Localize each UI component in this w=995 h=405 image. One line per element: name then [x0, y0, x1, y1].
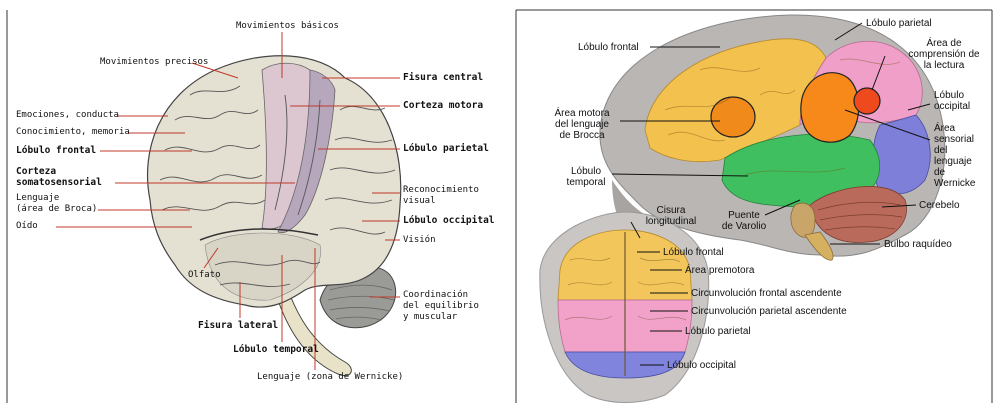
- label-area-sens-3: del: [934, 145, 947, 156]
- label-circ-parietal: Circunvolución parietal ascendente: [691, 306, 847, 317]
- right-brain-illustration: [540, 15, 945, 403]
- label-puente-1: Puente: [716, 210, 772, 221]
- label-coordinacion-1: Coordinación: [403, 290, 468, 301]
- label-top-lobulo-frontal: Lóbulo frontal: [663, 247, 724, 258]
- label-lobulo-temporal-left: Lóbulo temporal: [233, 344, 319, 355]
- label-emociones: Emociones, conducta: [16, 110, 119, 121]
- label-lobulo-frontal-left: Lóbulo frontal: [16, 145, 96, 156]
- label-cerebelo: Cerebelo: [919, 200, 960, 211]
- wernicke-area: [801, 73, 859, 143]
- label-conocimiento: Conocimiento, memoria: [16, 127, 130, 138]
- label-puente-2: de Varolio: [716, 221, 772, 232]
- label-bulbo: Bulbo raquídeo: [884, 239, 952, 250]
- label-lobulo-parietal-right: Lóbulo parietal: [866, 18, 932, 29]
- label-top-lobulo-parietal: Lóbulo parietal: [685, 326, 751, 337]
- label-area-sens-1: Área: [934, 123, 955, 134]
- label-area-sens-4: lenguaje: [934, 156, 972, 167]
- label-area-comp-1: Área de: [894, 38, 994, 49]
- label-area-premotora: Área premotora: [685, 265, 754, 276]
- label-lobulo-frontal-right: Lóbulo frontal: [578, 42, 639, 53]
- label-lobulo-occipital-right-1: Lóbulo: [934, 90, 964, 101]
- broca-area: [711, 97, 755, 137]
- label-olfato: Olfato: [188, 270, 221, 281]
- label-area-sens-2: sensorial: [934, 134, 974, 145]
- label-broca-1: Área motora: [546, 108, 618, 119]
- label-cisura-2: longitudinal: [640, 216, 702, 227]
- label-area-comp-3: la lectura: [894, 60, 994, 71]
- label-top-lobulo-occipital: Lóbulo occipital: [667, 360, 736, 371]
- label-lobulo-occipital-right-2: occipital: [934, 101, 970, 112]
- label-area-sens-6: Wernicke: [934, 178, 976, 189]
- label-lobulo-parietal-left: Lóbulo parietal: [403, 143, 489, 154]
- label-reconocimiento-2: visual: [403, 196, 436, 207]
- label-fisura-central: Fisura central: [403, 72, 483, 83]
- label-broca-2: del lenguaje: [546, 119, 618, 130]
- label-broca-3: de Brocca: [546, 130, 618, 141]
- label-movimientos-precisos: Movimientos precisos: [100, 57, 208, 68]
- label-area-comp-2: comprensión de: [894, 49, 994, 60]
- label-lenguaje-1: Lenguaje: [16, 193, 59, 204]
- label-movimientos-basicos: Movimientos básicos: [236, 21, 332, 32]
- reading-area: [854, 88, 880, 114]
- label-corteza-somato-2: somatosensorial: [16, 177, 102, 188]
- label-coordinacion-2: del equilibrio: [403, 301, 479, 312]
- label-coordinacion-3: y muscular: [403, 312, 457, 323]
- label-corteza-somato-1: Corteza: [16, 166, 56, 177]
- label-cisura-1: Cisura: [640, 205, 702, 216]
- label-corteza-motora: Corteza motora: [403, 100, 483, 111]
- label-lobulo-occipital-left: Lóbulo occipital: [403, 215, 495, 226]
- label-lobulo-temporal-right-1: Lóbulo: [560, 166, 612, 177]
- label-oido: Oído: [16, 221, 38, 232]
- label-circ-frontal: Circunvolución frontal ascendente: [691, 288, 842, 299]
- label-lenguaje-2: (área de Broca): [16, 204, 97, 215]
- label-lenguaje-wernicke: Lenguaje (zona de Wernicke): [257, 372, 403, 383]
- label-lobulo-temporal-right-2: temporal: [560, 177, 612, 188]
- label-fisura-lateral: Fisura lateral: [198, 320, 278, 331]
- label-vision: Visión: [403, 235, 436, 246]
- label-reconocimiento-1: Reconocimiento: [403, 185, 479, 196]
- label-area-sens-5: de: [934, 167, 945, 178]
- occipital-lobe: [873, 115, 930, 194]
